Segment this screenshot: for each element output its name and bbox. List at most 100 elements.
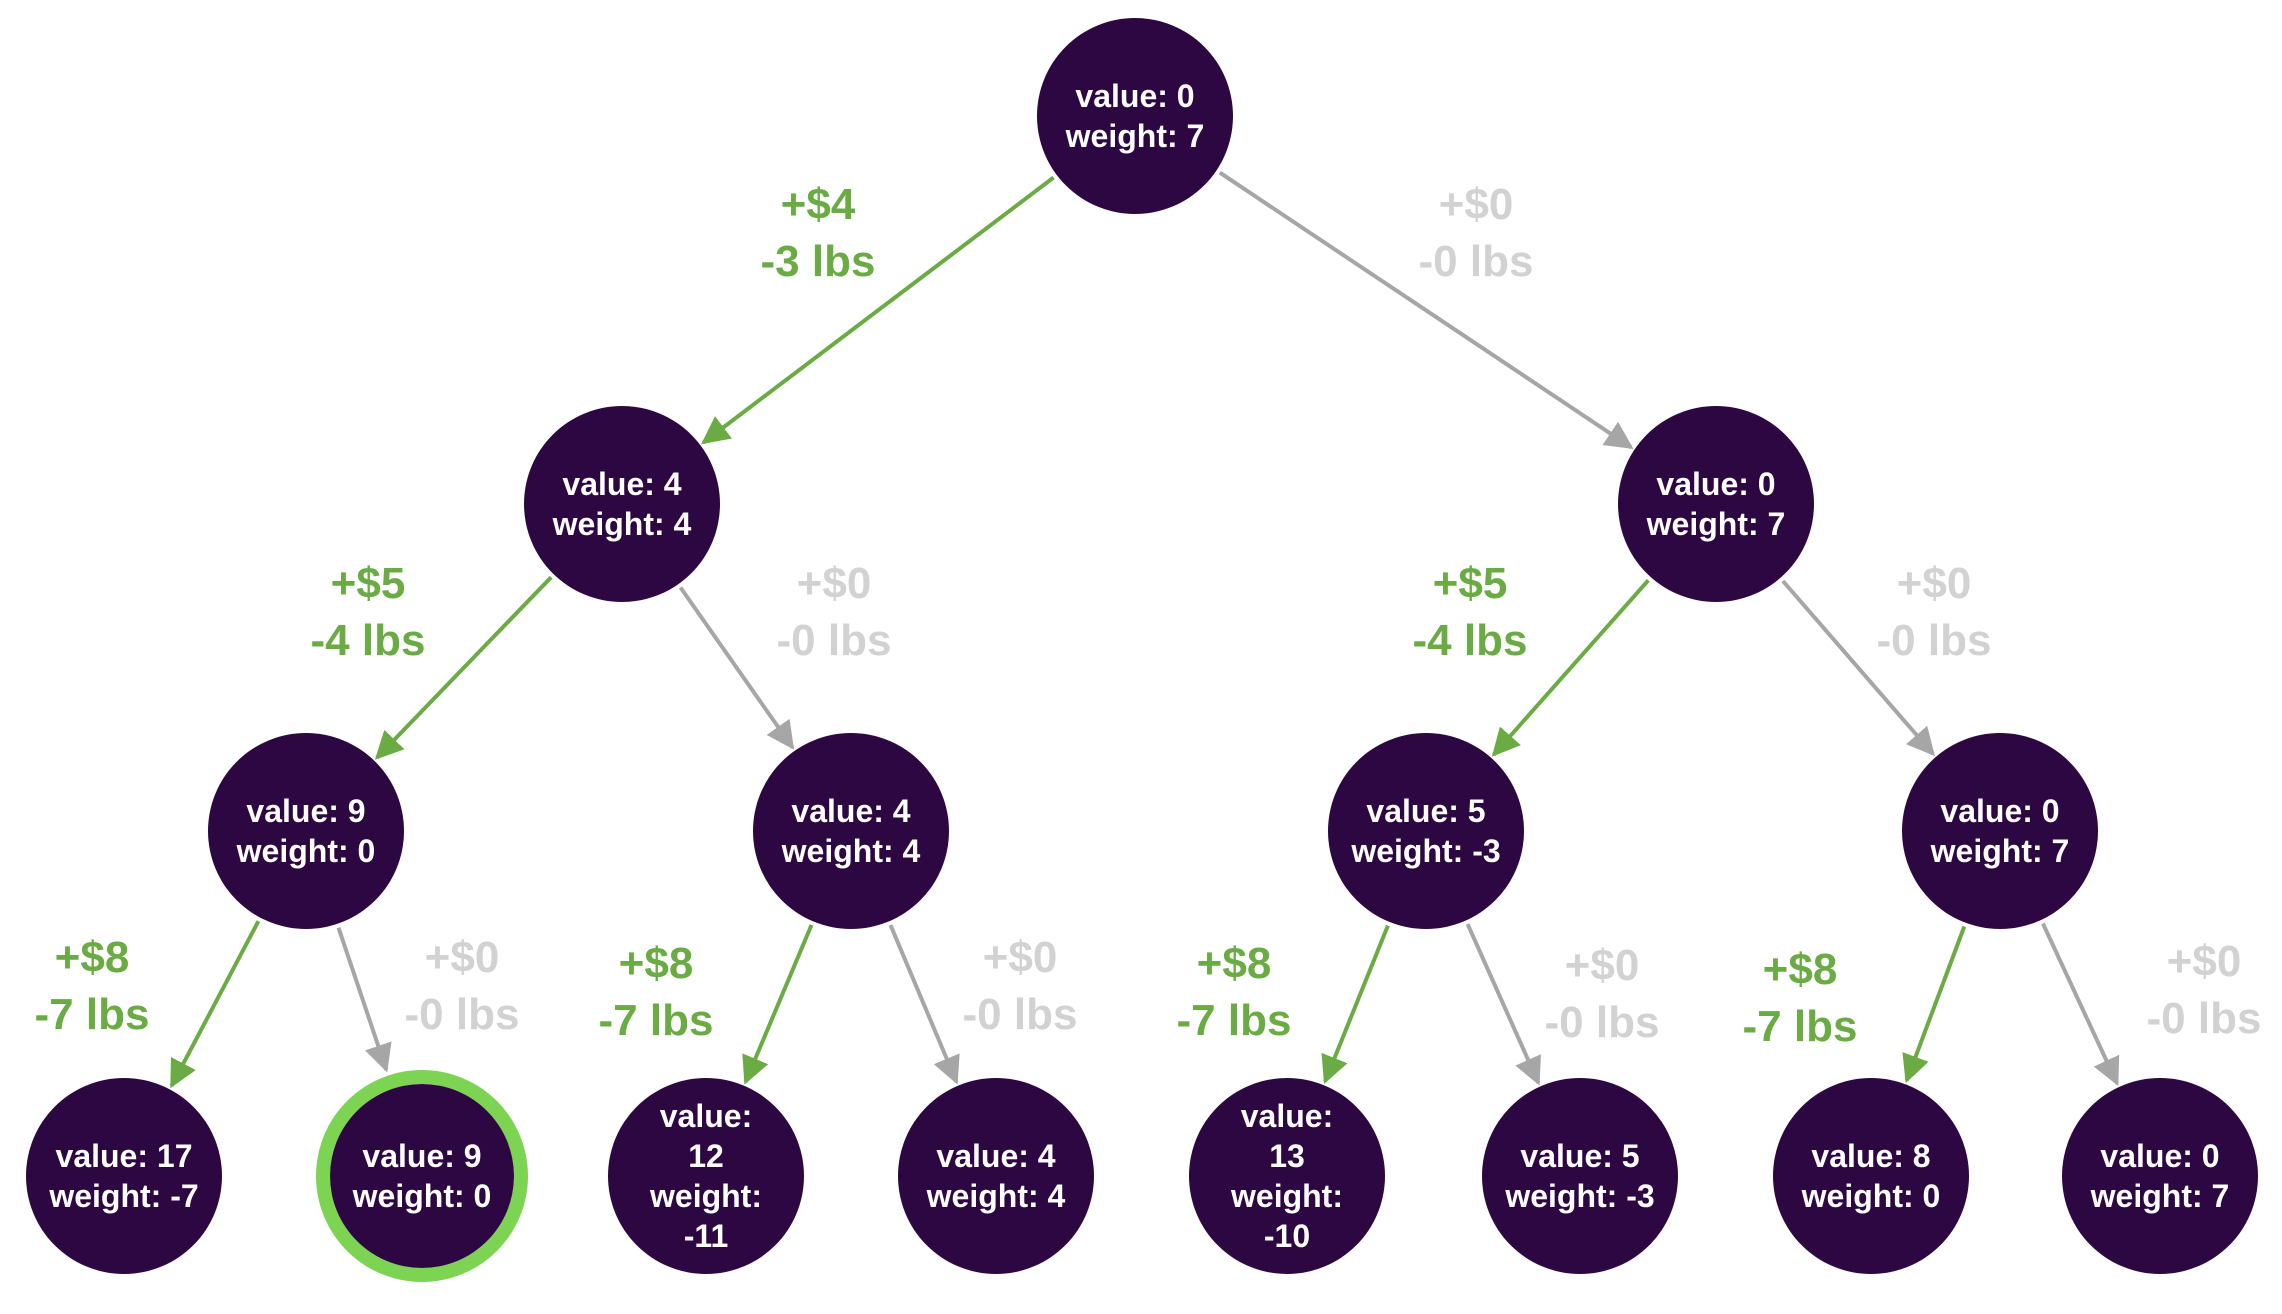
edge-label-root-to-l1-take: +$4-3 lbs <box>761 180 876 286</box>
edge-value-change: +$8 <box>55 933 130 982</box>
node-label-line: value: 9 <box>362 1138 481 1174</box>
edge-weight-change: -0 lbs <box>1877 616 1992 665</box>
node-label-line: value: 9 <box>246 793 365 829</box>
edge-value-change: +$4 <box>781 180 856 229</box>
node-label: value: 4 weight: 4 <box>926 1138 1066 1214</box>
edge-label-l2-d-to-leaf-7: +$8 -7 lbs <box>1743 945 1858 1051</box>
node-label-line: weight: 7 <box>1065 118 1205 154</box>
tree-node-leaf-6: value: 5 weight: -3 <box>1482 1078 1678 1274</box>
edge-value-change: +$0 <box>1897 559 1972 608</box>
node-label-line: weight: 4 <box>552 506 692 542</box>
edge-value-change: +$5 <box>1433 559 1508 608</box>
node-circle <box>208 733 404 929</box>
edge-label-l1-take-to-l2-a: +$5 -4 lbs <box>311 559 426 665</box>
edge-value-change: +$8 <box>1197 939 1272 988</box>
edge-value-change: +$8 <box>1763 945 1838 994</box>
node-circle <box>1328 733 1524 929</box>
edge-label-l1-skip-to-l2-d: +$0 -0 lbs <box>1877 559 1992 665</box>
node-label: value: 0 weight: 7 <box>2090 1138 2230 1214</box>
best-solution-highlight-ring <box>316 1070 528 1282</box>
node-label-line: value: 17 <box>56 1138 193 1174</box>
node-label: value: 4 weight: 4 <box>552 466 692 542</box>
skip-item-arrow-l2-a-to-leaf-2 <box>336 927 392 1073</box>
edge-label-l1-take-to-l2-b: +$0-0 lbs <box>777 559 892 665</box>
node-label-line: -10 <box>1264 1218 1310 1254</box>
take-item-arrow-l2-c-to-leaf-5 <box>1321 924 1390 1084</box>
node-label-line: weight: <box>649 1178 762 1214</box>
skip-item-arrow-root-to-l1-skip <box>1218 170 1634 450</box>
node-circle <box>330 1084 514 1268</box>
node-label: value: 9 weight: 0 <box>352 1138 492 1214</box>
tree-node-leaf-2: value: 9 weight: 0 <box>316 1070 528 1282</box>
skip-item-arrow-l2-d-to-leaf-8 <box>2041 922 2120 1087</box>
node-label-line: weight: 4 <box>781 833 921 869</box>
node-label-line: weight: -3 <box>1504 1178 1654 1214</box>
take-item-arrow-l1-take-to-l2-a <box>374 575 553 760</box>
node-label-line: weight: -7 <box>48 1178 198 1214</box>
node-label-line: value: 5 <box>1366 793 1485 829</box>
edge-label-l2-b-to-leaf-3: +$8-7 lbs <box>599 939 714 1045</box>
node-label-line: value: 0 <box>2100 1138 2219 1174</box>
node-label-line: value: 0 <box>1656 466 1775 502</box>
tree-node-leaf-8: value: 0 weight: 7 <box>2062 1078 2258 1274</box>
take-item-arrow-l1-skip-to-l2-c <box>1491 578 1650 757</box>
edge-label-l2-c-to-leaf-5: +$8 -7 lbs <box>1177 939 1292 1045</box>
edge-label-root-to-l1-skip: +$0 -0 lbs <box>1419 180 1534 286</box>
node-label-line: value: 5 <box>1520 1138 1639 1174</box>
node-label: value: 9 weight: 0 <box>236 793 376 869</box>
edge-label-l1-skip-to-l2-c: +$5-4 lbs <box>1413 559 1528 665</box>
edge-value-change: +$5 <box>331 559 406 608</box>
node-circle <box>1482 1078 1678 1274</box>
node-label-line: value: <box>1241 1098 1333 1134</box>
edge-weight-change: -7 lbs <box>35 990 150 1039</box>
node-label: value: 17 weight: -7 <box>48 1138 198 1214</box>
node-label-line: value: 0 <box>1075 78 1194 114</box>
node-circle <box>2062 1078 2258 1274</box>
edge-label-l2-d-to-leaf-8: +$0-0 lbs <box>2147 937 2262 1043</box>
node-label: value: 0 weight: 7 <box>1065 78 1205 154</box>
skip-item-arrow-l2-c-to-leaf-6 <box>1465 923 1541 1086</box>
node-circle <box>608 1078 804 1274</box>
tree-node-l1-take: value: 4 weight: 4 <box>524 406 720 602</box>
node-label-line: value: 4 <box>936 1138 1055 1174</box>
node-label-line: value: 4 <box>791 793 910 829</box>
take-item-arrow-l2-b-to-leaf-3 <box>742 924 814 1085</box>
node-label-line: weight: 0 <box>352 1178 492 1214</box>
tree-node-l2-c: value: 5 weight: -3 <box>1328 733 1524 929</box>
node-label-line: weight: 4 <box>926 1178 1066 1214</box>
take-item-arrow-l2-a-to-leaf-1 <box>169 920 261 1089</box>
node-label-line: weight: <box>1230 1178 1343 1214</box>
node-label: value: 5 weight: -3 <box>1350 793 1500 869</box>
tree-node-root: value: 0 weight: 7 <box>1037 18 1233 214</box>
edge-value-change: +$0 <box>1439 180 1514 229</box>
tree-node-leaf-1: value: 17 weight: -7 <box>26 1078 222 1274</box>
tree-node-l2-d: value: 0 weight: 7 <box>1902 733 2098 929</box>
node-label: value: 0 weight: 7 <box>1930 793 2070 869</box>
node-label-line: weight: 0 <box>236 833 376 869</box>
node-label-line: weight: 7 <box>1930 833 2070 869</box>
node-label-line: -11 <box>684 1218 728 1254</box>
node-label-line: 12 <box>688 1138 724 1174</box>
edge-weight-change: -7 lbs <box>1177 996 1292 1045</box>
edge-weight-change: -4 lbs <box>311 616 426 665</box>
node-circle <box>26 1078 222 1274</box>
node-circle <box>1773 1078 1969 1274</box>
skip-item-arrow-l2-b-to-leaf-4 <box>888 924 960 1085</box>
skip-item-arrow-l1-take-to-l2-b <box>678 586 795 750</box>
skip-item-arrow-l1-skip-to-l2-d <box>1781 579 1935 757</box>
node-label-line: value: 0 <box>1940 793 2059 829</box>
node-circle <box>1618 406 1814 602</box>
edge-weight-change: -0 lbs <box>963 990 1078 1039</box>
node-label-line: value: 4 <box>562 466 681 502</box>
node-label-line: weight: 7 <box>2090 1178 2230 1214</box>
node-label-line: weight: -3 <box>1350 833 1500 869</box>
node-circle <box>1037 18 1233 214</box>
edge-weight-change: -0 lbs <box>1419 237 1534 286</box>
node-label: value: 4 weight: 4 <box>781 793 921 869</box>
node-label-line: weight: 0 <box>1801 1178 1941 1214</box>
node-circle <box>1189 1078 1385 1274</box>
edge-weight-change: -7 lbs <box>1743 1002 1858 1051</box>
